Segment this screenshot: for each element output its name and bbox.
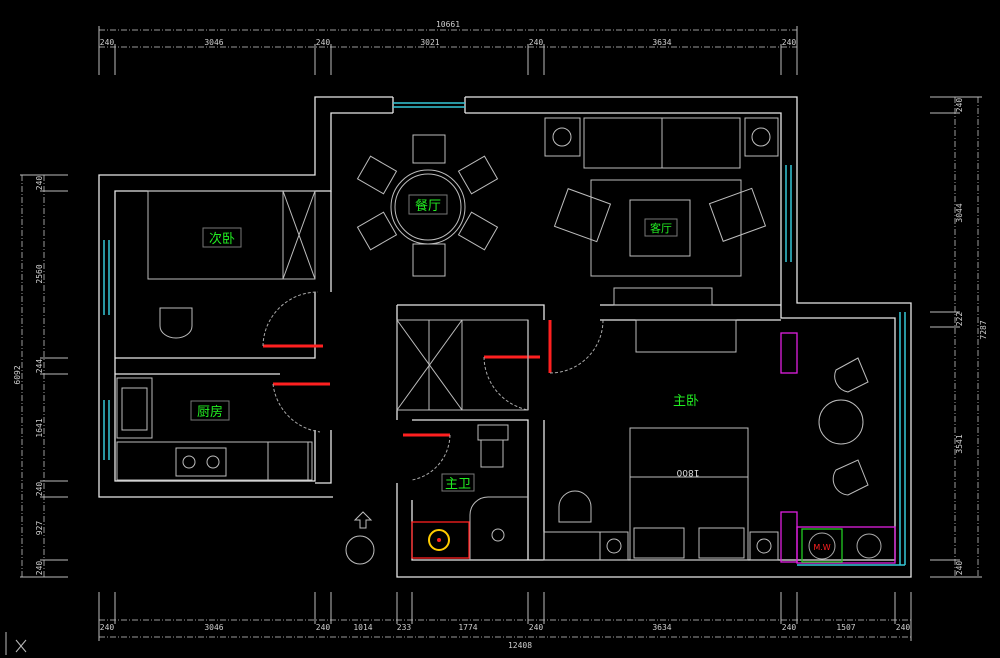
dim-label: 240 (955, 98, 964, 113)
dim-label: 240 (316, 38, 331, 47)
dim-label: 240 (100, 623, 115, 632)
dim-label: 240 (100, 38, 115, 47)
dim-label: 3634 (652, 38, 671, 47)
dimension-right: 240 3044 222 3541 240 7287 (930, 96, 988, 578)
dim-bottom-total: 12408 (508, 641, 532, 650)
dim-label: 240 (529, 623, 544, 632)
dim-label: 3044 (955, 203, 964, 222)
dim-label: 1641 (35, 418, 44, 437)
dimension-top: 10661 240 3046 240 3021 240 3634 240 (98, 20, 798, 75)
dim-label: 233 (397, 623, 412, 632)
dim-label: 1507 (836, 623, 855, 632)
dim-label: 240 (316, 623, 331, 632)
doors (262, 291, 604, 481)
room-labels: 次卧 餐厅 客厅 厨房 主卧 主卫 1800 M.W (190, 194, 831, 552)
dim-right-total: 7287 (979, 320, 988, 339)
label-washer: M.W (813, 543, 830, 552)
dim-label: 927 (35, 521, 44, 536)
dim-top-total: 10661 (436, 20, 460, 29)
dim-label: 240 (782, 38, 797, 47)
walls (98, 96, 912, 578)
ucs-icon (5, 632, 27, 655)
dim-label: 3046 (204, 623, 223, 632)
dim-label: 240 (529, 38, 544, 47)
dim-label: 222 (955, 312, 964, 327)
dim-label: 1774 (458, 623, 477, 632)
dim-left-total: 6092 (13, 365, 22, 384)
dim-label: 1014 (353, 623, 372, 632)
dimension-left: 6092 240 2560 244 1641 240 927 240 (13, 174, 68, 578)
dim-label: 240 (955, 561, 964, 576)
dimension-bottom: 240 3046 240 1014 233 1774 240 3634 240 … (98, 592, 912, 650)
dim-label: 240 (35, 561, 44, 576)
label-master-bath: 主卫 (445, 477, 471, 492)
dim-label: 3541 (955, 434, 964, 453)
label-dining: 餐厅 (415, 198, 441, 214)
windows (103, 102, 906, 566)
dim-label: 3046 (204, 38, 223, 47)
furniture (116, 117, 869, 565)
dim-label: 3021 (420, 38, 439, 47)
dim-label: 240 (35, 482, 44, 497)
dim-label: 3634 (652, 623, 671, 632)
dim-label: 240 (782, 623, 797, 632)
dim-label: 240 (896, 623, 911, 632)
label-second-bedroom: 次卧 (209, 231, 235, 247)
dim-label: 240 (35, 176, 44, 191)
fixtures (411, 332, 896, 564)
dim-label: 244 (35, 359, 44, 374)
label-living: 客厅 (650, 221, 672, 235)
label-bed-size: 1800 (676, 467, 699, 477)
label-kitchen: 厨房 (197, 404, 223, 420)
label-master-bedroom: 主卧 (673, 394, 699, 409)
dim-label: 2560 (35, 264, 44, 283)
